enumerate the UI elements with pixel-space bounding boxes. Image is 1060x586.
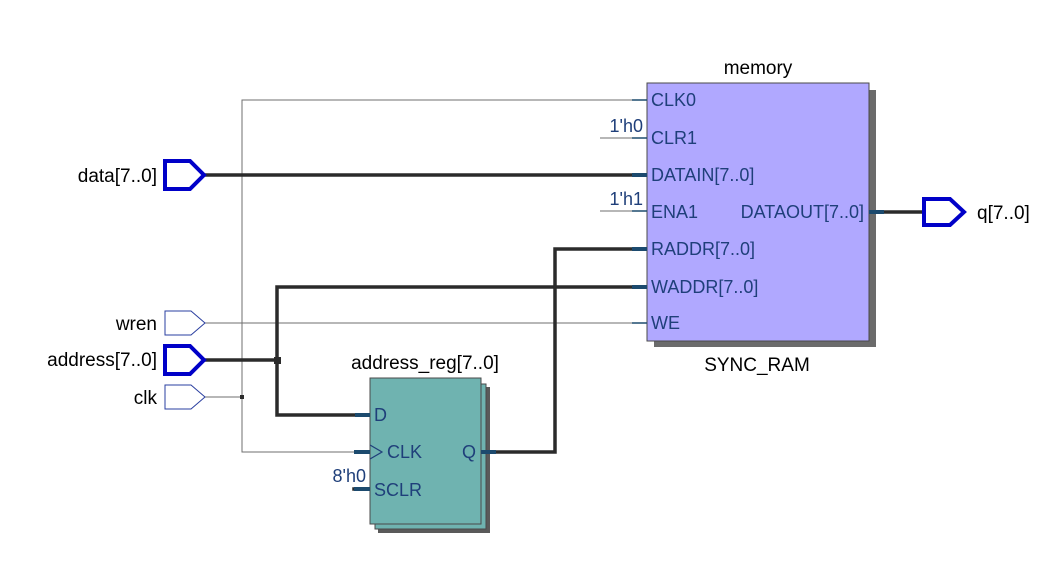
memory-block[interactable]: memory SYNC_RAM CLK0 CLR1 DATAIN[7..0] E… — [610, 58, 884, 376]
input-pin-address[interactable]: address[7..0] — [47, 344, 207, 376]
bus-pin-icon — [163, 159, 207, 191]
input-label-address: address[7..0] — [47, 350, 157, 371]
port-label-ena1: ENA1 — [651, 202, 698, 222]
bus-pin-icon — [922, 197, 967, 227]
input-pin-wren[interactable]: wren — [115, 310, 206, 336]
port-label-clk0: CLK0 — [651, 90, 696, 110]
address-junction-dot — [274, 357, 281, 364]
clk-wire — [205, 99, 647, 453]
pin-icon — [164, 310, 206, 336]
port-label-waddr: WADDR[7..0] — [651, 277, 758, 297]
clk-junction-dot — [240, 395, 244, 399]
register-block[interactable]: address_reg[7..0] D CLK Q SCLR 8'h0 — [333, 353, 499, 533]
port-label-datain: DATAIN[7..0] — [651, 165, 754, 185]
port-label-d: D — [374, 405, 387, 425]
input-label-clk: clk — [134, 388, 158, 409]
bus-pin-icon — [163, 344, 207, 376]
memory-body — [646, 82, 870, 342]
output-label-q: q[7..0] — [977, 203, 1030, 224]
address-bus — [203, 285, 649, 417]
input-pin-clk[interactable]: clk — [134, 384, 206, 410]
input-label-data: data[7..0] — [78, 166, 157, 187]
port-label-sclr: SCLR — [374, 480, 422, 500]
const-label-sclr: 8'h0 — [333, 466, 366, 486]
port-label-q: Q — [462, 442, 476, 462]
port-label-we: WE — [651, 313, 680, 333]
pin-icon — [164, 384, 206, 410]
memory-title: memory — [724, 58, 793, 79]
port-label-reg-clk: CLK — [387, 442, 422, 462]
raddr-bus — [482, 247, 649, 454]
port-label-raddr: RADDR[7..0] — [651, 239, 755, 259]
register-title: address_reg[7..0] — [351, 353, 499, 374]
const-label-clr1: 1'h0 — [610, 116, 643, 136]
const-label-ena1: 1'h1 — [610, 189, 643, 209]
output-pin-q[interactable]: q[7..0] — [922, 197, 1030, 227]
register-body — [369, 377, 482, 525]
input-label-wren: wren — [115, 314, 157, 335]
input-pin-data[interactable]: data[7..0] — [78, 159, 207, 191]
memory-type-label: SYNC_RAM — [704, 355, 810, 376]
input-pins: data[7..0] wren address[7..0] clk — [47, 159, 207, 410]
port-label-dataout: DATAOUT[7..0] — [741, 202, 864, 222]
clock-edge-icon — [369, 444, 384, 460]
port-label-clr1: CLR1 — [651, 128, 697, 148]
